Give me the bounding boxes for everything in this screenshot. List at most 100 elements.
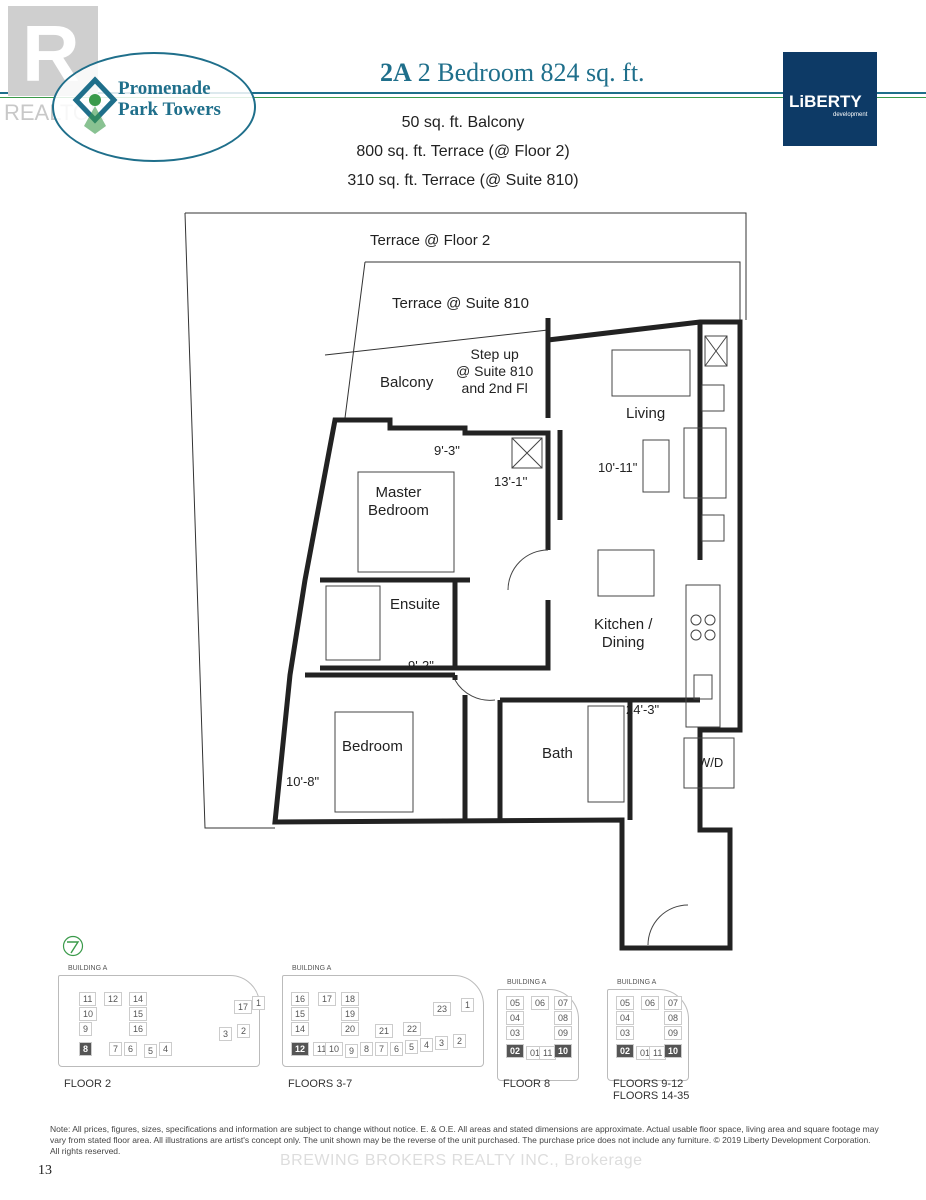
keyplan-unit: 06 (531, 996, 550, 1010)
room-ensuite: Ensuite (390, 596, 441, 613)
keyplan-unit: 11 (649, 1046, 667, 1060)
room-master-bedroom: Master Bedroom (368, 484, 429, 519)
keyplan-unit: 7 (109, 1042, 123, 1056)
keyplan-unit: 03 (616, 1026, 635, 1040)
dim-living-width: 10'-11" (598, 460, 638, 475)
keyplan-unit: 9 (79, 1022, 93, 1036)
realtor-logo: R (8, 6, 98, 96)
armchair (683, 427, 727, 499)
logo-flower-icon (72, 76, 118, 134)
keyplan-unit-highlighted: 8 (79, 1042, 93, 1056)
keyplan-building-label: BUILDING A (68, 965, 108, 972)
developer-logo-sub: development (833, 112, 868, 118)
keyplan-unit: 2 (453, 1034, 467, 1048)
dim-bedroom-width: 9'-2" (408, 658, 434, 673)
legal-note: Note: All prices, figures, sizes, specif… (50, 1124, 879, 1156)
keyplan-unit: 4 (420, 1038, 434, 1052)
keyplan-unit: 15 (129, 1007, 148, 1021)
keyplan-unit: 06 (641, 996, 660, 1010)
bedroom-wall (305, 672, 700, 820)
area-balcony: 50 sq. ft. Balcony (401, 114, 525, 131)
keyplan-unit: 12 (104, 992, 123, 1006)
keyplan-unit: 16 (291, 992, 310, 1006)
keyplan-unit: 10 (325, 1042, 344, 1056)
keyplan-unit: 05 (616, 996, 635, 1010)
keyplan-caption: FLOOR 8 (503, 1078, 551, 1090)
keyplan-building-label: BUILDING A (507, 979, 547, 986)
keyplan-unit: 04 (506, 1011, 525, 1025)
keyplan-unit: 03 (506, 1026, 525, 1040)
dim-bedroom-length: 10'-8" (286, 774, 320, 789)
exterior-wall (272, 318, 743, 951)
dining-table (597, 549, 655, 597)
wd-unit (683, 737, 735, 789)
keyplan-unit: 09 (554, 1026, 573, 1040)
keyplan-unit: 6 (124, 1042, 138, 1056)
keyplan-building-label: BUILDING A (617, 979, 657, 986)
developer-logo: LiBERTY development (783, 52, 877, 146)
keyplan-unit: 1 (252, 996, 266, 1010)
keyplan-unit: 05 (506, 996, 525, 1010)
header-rule-green (0, 97, 926, 98)
bed (334, 711, 414, 813)
keyplan-unit: 11 (79, 992, 97, 1006)
room-living: Living (626, 405, 666, 422)
keyplan-unit: 21 (375, 1024, 394, 1038)
room-terrace-floor2: Terrace @ Floor 2 (370, 232, 491, 249)
keyplan-unit: 19 (341, 1007, 360, 1021)
dim-master-length: 13'-1'' (494, 474, 528, 489)
keyplan-unit: 20 (341, 1022, 360, 1036)
unit-description: 2 Bedroom 824 sq. ft. (417, 58, 645, 87)
keyplan-unit: 9 (345, 1044, 359, 1058)
terrace-floor2-outline (184, 212, 747, 829)
keyplan-unit: 14 (291, 1022, 310, 1036)
keyplan-unit: 3 (435, 1036, 449, 1050)
keyplan-unit: 16 (129, 1022, 148, 1036)
project-logo-text: Promenade Park Towers (118, 78, 221, 120)
keyplan-unit: 07 (554, 996, 573, 1010)
keyplan-building-label: BUILDING A (292, 965, 332, 972)
area-terrace-suite810: 310 sq. ft. Terrace (@ Suite 810) (347, 172, 579, 189)
keyplan-unit: 17 (318, 992, 337, 1006)
keyplan-caption: FLOORS 9-12 FLOORS 14-35 (613, 1078, 690, 1102)
keyplan-unit: 23 (433, 1002, 452, 1016)
north-arrow-icon (62, 935, 84, 957)
step-up-note: Step up @ Suite 810 and 2nd Fl (456, 346, 534, 396)
balcony-outline (324, 329, 549, 356)
sofa (611, 349, 691, 397)
keyplan-unit: 18 (341, 992, 360, 1006)
keyplan-unit: 1 (461, 998, 475, 1012)
keyplan-unit-highlighted: 12 (291, 1042, 310, 1056)
master-bath-wall (320, 577, 551, 671)
keyplan-unit: 14 (129, 992, 148, 1006)
room-bedroom: Bedroom (342, 738, 403, 755)
keyplan-unit-highlighted: 02 (506, 1044, 525, 1058)
keyplan-unit: 5 (405, 1040, 419, 1054)
room-bath: Bath (542, 745, 573, 762)
keyplan-unit: 22 (403, 1022, 422, 1036)
room-terrace-suite810: Terrace @ Suite 810 (392, 295, 529, 312)
dim-unit-length: 24'-3" (626, 702, 660, 717)
floor-plan-drawing (184, 212, 747, 951)
ensuite-closet (511, 437, 543, 469)
area-terrace-floor2: 800 sq. ft. Terrace (@ Floor 2) (356, 143, 570, 160)
keyplan-unit: 8 (360, 1042, 374, 1056)
keyplan-unit-highlighted: 10 (664, 1044, 683, 1058)
closet-wall (557, 322, 703, 560)
keyplan-unit: 08 (554, 1011, 573, 1025)
keyplan-unit: 3 (219, 1027, 233, 1041)
room-kitchen-dining: Kitchen / Dining (594, 616, 653, 651)
bathtub (587, 705, 625, 803)
keyplan-unit: 04 (616, 1011, 635, 1025)
shower (325, 585, 381, 661)
keyplan-unit: 2 (237, 1024, 251, 1038)
keyplan-unit: 5 (144, 1044, 158, 1058)
keyplan-unit: 15 (291, 1007, 310, 1021)
developer-logo-text: LiBERTY (789, 92, 862, 111)
brokerage-watermark: BREWING BROKERS REALTY INC., Brokerage (280, 1152, 643, 1169)
page-number: 13 (38, 1163, 52, 1178)
